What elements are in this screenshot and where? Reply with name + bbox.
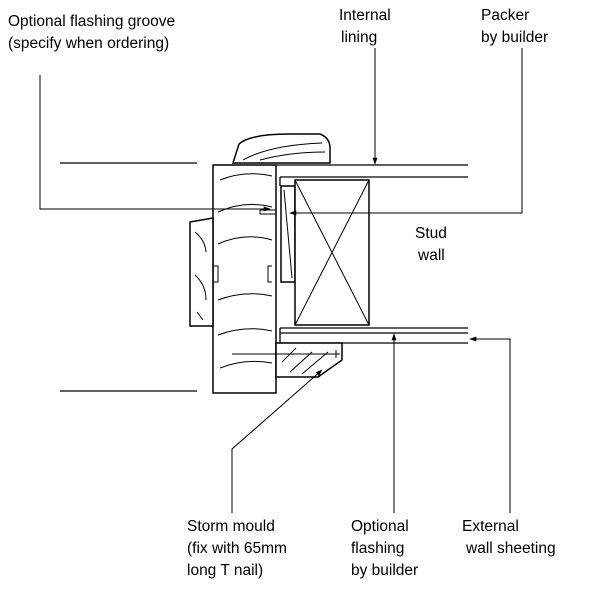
external-sheeting (279, 327, 468, 344)
flashing-groove-label: Optional flashing groove (specify when o… (8, 13, 179, 52)
internal-lining-label: Internal lining (339, 7, 395, 46)
stud-wall-label: Stud wall (415, 225, 451, 264)
optional-flashing-line-2: flashing (351, 540, 404, 557)
storm-mould-line-1: Storm mould (187, 518, 275, 535)
external-sheeting-line-2: wall sheeting (465, 540, 556, 557)
packer-line-2: by builder (481, 29, 548, 46)
packer-label: Packer by builder (481, 7, 548, 46)
head-cap-mould (231, 133, 331, 164)
optional-flashing-label: Optional flashing by builder (351, 518, 418, 579)
internal-lining (276, 164, 468, 186)
stud-wall-line-2: wall (417, 247, 445, 264)
external-sheeting-label: External wall sheeting (462, 518, 556, 557)
external-sheeting-leader (469, 336, 511, 513)
optional-flashing-line-1: Optional (351, 518, 409, 535)
internal-lining-line-1: Internal (339, 7, 391, 24)
flashing-groove-leader (39, 75, 271, 212)
stop-bead (189, 217, 272, 327)
stud-wall-line-1: Stud (415, 225, 447, 242)
internal-lining-line-2: lining (341, 29, 377, 46)
external-sheeting-line-1: External (462, 518, 519, 535)
optional-flashing-line-3: by builder (351, 562, 418, 579)
window-jamb-frame (212, 164, 277, 394)
packer-hatch (283, 189, 293, 279)
packer-leader (289, 48, 523, 216)
flashing-groove-line-1: Optional flashing groove (8, 13, 175, 30)
storm-mould (232, 342, 343, 378)
storm-mould-leader (231, 369, 323, 513)
storm-mould-line-2: (fix with 65mm (187, 540, 287, 557)
packer-line-1: Packer (481, 7, 529, 24)
storm-mould-line-3: long T nail) (187, 562, 263, 579)
storm-mould-label: Storm mould (fix with 65mm long T nail) (187, 518, 291, 579)
stud (294, 179, 370, 326)
flashing-groove-line-2: (specify when ordering) (8, 35, 169, 52)
